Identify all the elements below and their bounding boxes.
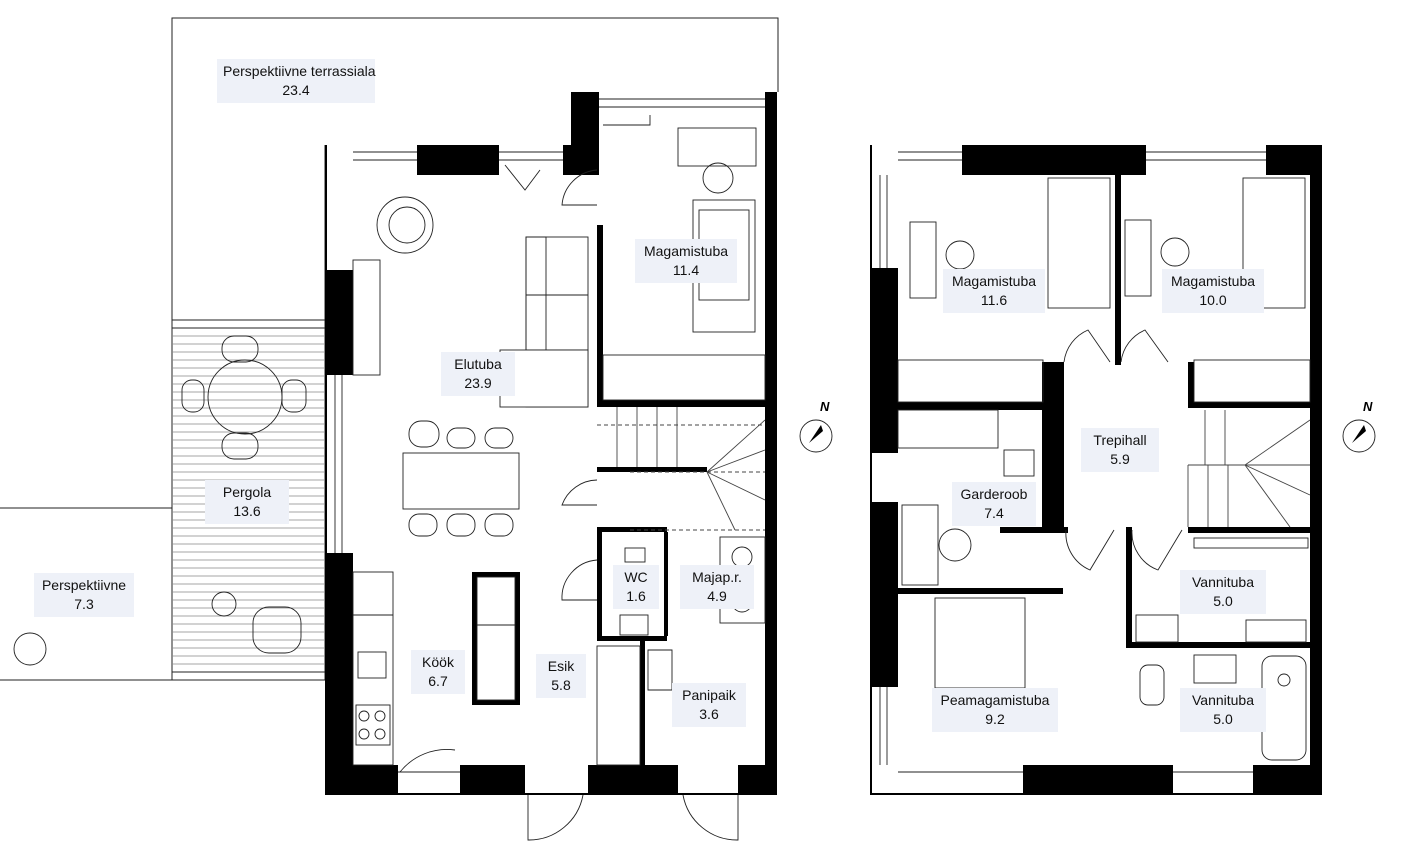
room-area: 3.6 [699, 706, 719, 722]
room-label-esik: Esik 5.8 [536, 654, 586, 698]
room-label-majap: Majap.r. 4.9 [680, 565, 754, 609]
room-label-magamistuba-2: Magamistuba 10.0 [1162, 269, 1264, 313]
room-label-vannituba-1: Vannituba 5.0 [1180, 570, 1266, 614]
room-label-panipaik: Panipaik 3.6 [672, 683, 746, 727]
room-name: Elutuba [454, 356, 502, 372]
room-area: 6.7 [428, 673, 448, 689]
room-name: Garderoob [960, 486, 1028, 502]
room-area: 23.9 [464, 375, 492, 391]
room-label-kook: Köök 6.7 [411, 650, 465, 694]
room-label-pergola: Pergola 13.6 [205, 480, 289, 524]
room-name: Pergola [222, 484, 272, 500]
room-name: Peamagamistuba [940, 692, 1050, 708]
north-label-upper: N [1363, 399, 1373, 414]
room-area: 10.0 [1199, 292, 1227, 308]
room-area: 1.6 [626, 588, 646, 604]
upper-floor-walls [870, 145, 1322, 795]
room-label-terrass: Perspektiivne terrassiala 23.4 [217, 59, 376, 103]
room-name: Magamistuba [643, 243, 729, 259]
room-name: Magamistuba [951, 273, 1037, 289]
room-label-vannituba-2: Vannituba 5.0 [1180, 688, 1266, 732]
room-area: 23.4 [282, 82, 310, 98]
room-area: 13.6 [233, 503, 261, 519]
room-name: Magamistuba [1170, 273, 1256, 289]
room-area: 5.0 [1213, 711, 1233, 727]
room-name: Köök [422, 654, 454, 670]
room-area: 4.9 [707, 588, 727, 604]
room-name: Vannituba [1191, 574, 1254, 590]
deck-slats [172, 335, 325, 665]
room-area: 5.8 [551, 677, 571, 693]
room-label-perspektiivne: Perspektiivne 7.3 [34, 573, 134, 617]
room-area: 11.4 [672, 262, 700, 278]
door-swing [561, 169, 598, 206]
room-label-magamistuba: Magamistuba 11.4 [635, 239, 737, 283]
room-area: 7.4 [984, 505, 1004, 521]
room-label-wc: WC 1.6 [613, 565, 659, 609]
room-name: Perspektiivne terrassiala [223, 63, 376, 79]
room-name: Vannituba [1191, 692, 1254, 708]
room-name: Perspektiivne [41, 577, 127, 593]
ground-floor-walls [325, 92, 777, 795]
north-label-ground: N [820, 399, 830, 414]
room-label-peamagamistuba: Peamagamistuba 9.2 [932, 688, 1058, 732]
room-area: 7.3 [74, 596, 94, 612]
room-label-magamistuba-1: Magamistuba 11.6 [943, 269, 1045, 313]
room-label-garderoob: Garderoob 7.4 [952, 482, 1036, 526]
room-label-elutuba: Elutuba 23.9 [441, 352, 515, 396]
room-area: 5.9 [1110, 451, 1130, 467]
room-label-trepihall: Trepihall 5.9 [1081, 428, 1159, 472]
room-name: WC [624, 569, 648, 585]
room-name: Esik [547, 658, 575, 674]
room-area: 9.2 [985, 711, 1005, 727]
room-name: Trepihall [1093, 432, 1147, 448]
room-area: 11.6 [980, 292, 1008, 308]
room-name: Majap.r. [692, 569, 742, 585]
room-name: Panipaik [682, 687, 736, 703]
room-area: 5.0 [1213, 593, 1233, 609]
